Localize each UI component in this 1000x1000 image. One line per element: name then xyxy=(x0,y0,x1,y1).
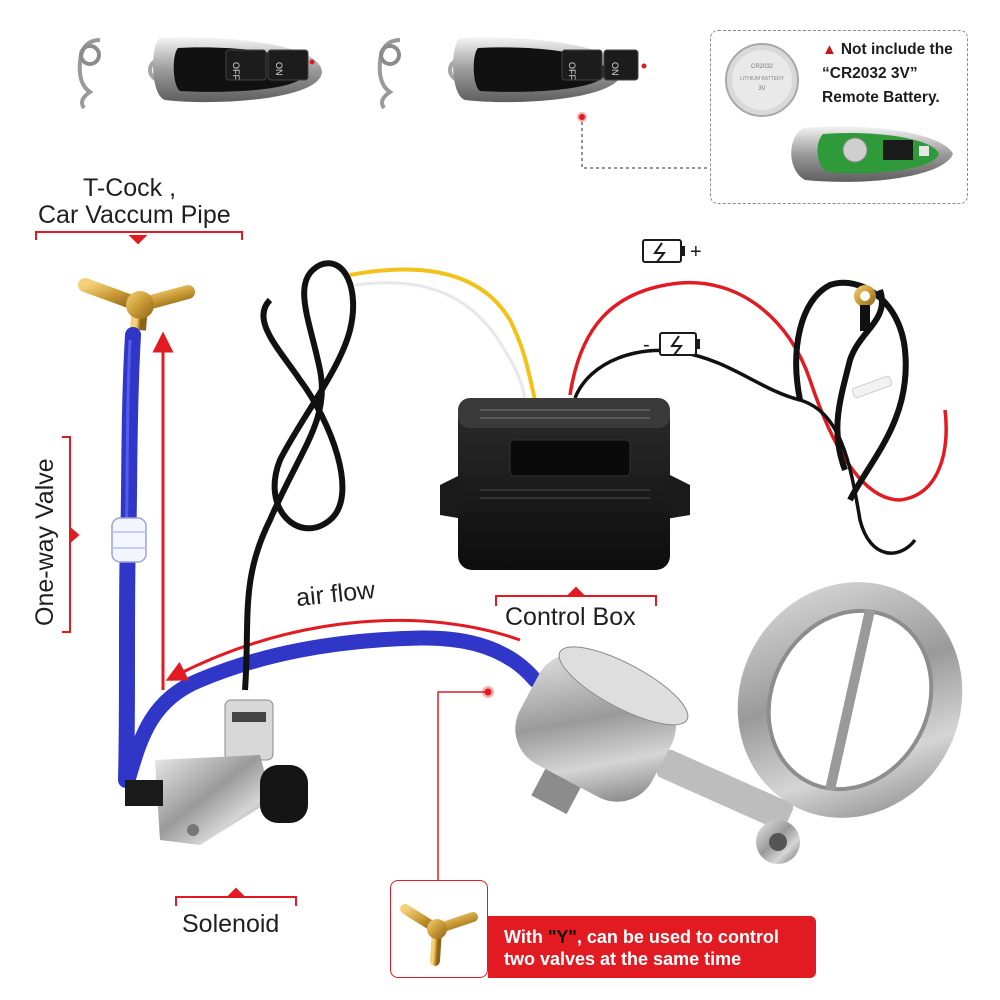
callout-line-1: , can be used to control xyxy=(576,927,779,947)
t-cock-label-line-2: Car Vaccum Pipe xyxy=(38,201,231,229)
t-cock-label-bracket xyxy=(35,231,243,245)
coin-battery-image: CR2032 LITHIUM BATTERY 3V xyxy=(725,43,799,117)
y-fitting-leader xyxy=(437,686,494,880)
solenoid-label: Solenoid xyxy=(182,910,280,938)
open-remote-pcb-image xyxy=(791,126,953,182)
t-cock-fitting xyxy=(78,278,195,331)
battery-note-line-2: “CR2032 3V” xyxy=(822,65,918,82)
callout-highlight: "Y" xyxy=(547,927,577,947)
remote-1-on-label: ON xyxy=(274,62,284,76)
one-way-valve-label-bracket xyxy=(62,436,80,633)
solenoid-wiring-harness xyxy=(242,260,537,691)
remote-2-on-label: ON xyxy=(610,62,620,76)
svg-text:3V: 3V xyxy=(758,86,765,92)
svg-text:CR2032: CR2032 xyxy=(751,64,774,70)
callout-prefix: With xyxy=(504,927,548,947)
solenoid-label-bracket xyxy=(175,887,297,906)
battery-note-text: ▲Not include the “CR2032 3V” Remote Batt… xyxy=(822,38,972,110)
one-way-valve-part xyxy=(111,517,147,563)
exhaust-cutout-valve xyxy=(515,582,963,864)
y-fitting-callout: With "Y", can be used to control two val… xyxy=(488,916,816,978)
ring-terminal xyxy=(854,285,876,331)
svg-text:LITHIUM BATTERY: LITHIUM BATTERY xyxy=(740,76,785,82)
control-box-label-bracket xyxy=(495,586,657,606)
air-flow-arrow xyxy=(165,618,521,681)
battery-note-line-3: Remote Battery. xyxy=(822,89,940,106)
remote-1-off-label: OFF xyxy=(231,62,241,80)
warning-triangle-icon: ▲ xyxy=(822,41,837,58)
negative-battery-icon xyxy=(659,332,700,356)
callout-line-2: two valves at the same time xyxy=(504,949,742,969)
battery-note-leader xyxy=(577,112,712,169)
positive-battery-icon xyxy=(642,239,685,263)
one-way-valve-label: One-way Valve xyxy=(31,458,59,626)
remote-2-off-label: OFF xyxy=(567,62,577,80)
power-wires xyxy=(568,279,948,555)
control-box-device xyxy=(440,398,690,570)
remote-control-1 xyxy=(77,37,322,110)
t-cock-label-line-1: T-Cock , xyxy=(83,174,177,202)
control-box-label: Control Box xyxy=(505,603,636,631)
battery-note-line-1: Not include the xyxy=(840,41,953,58)
negative-sign: - xyxy=(643,334,650,356)
remote-control-2 xyxy=(377,37,647,110)
solenoid-valve xyxy=(125,699,308,845)
y-fitting-icon xyxy=(400,904,478,966)
y-fitting-thumbnail xyxy=(390,880,488,978)
positive-sign: + xyxy=(690,241,702,263)
